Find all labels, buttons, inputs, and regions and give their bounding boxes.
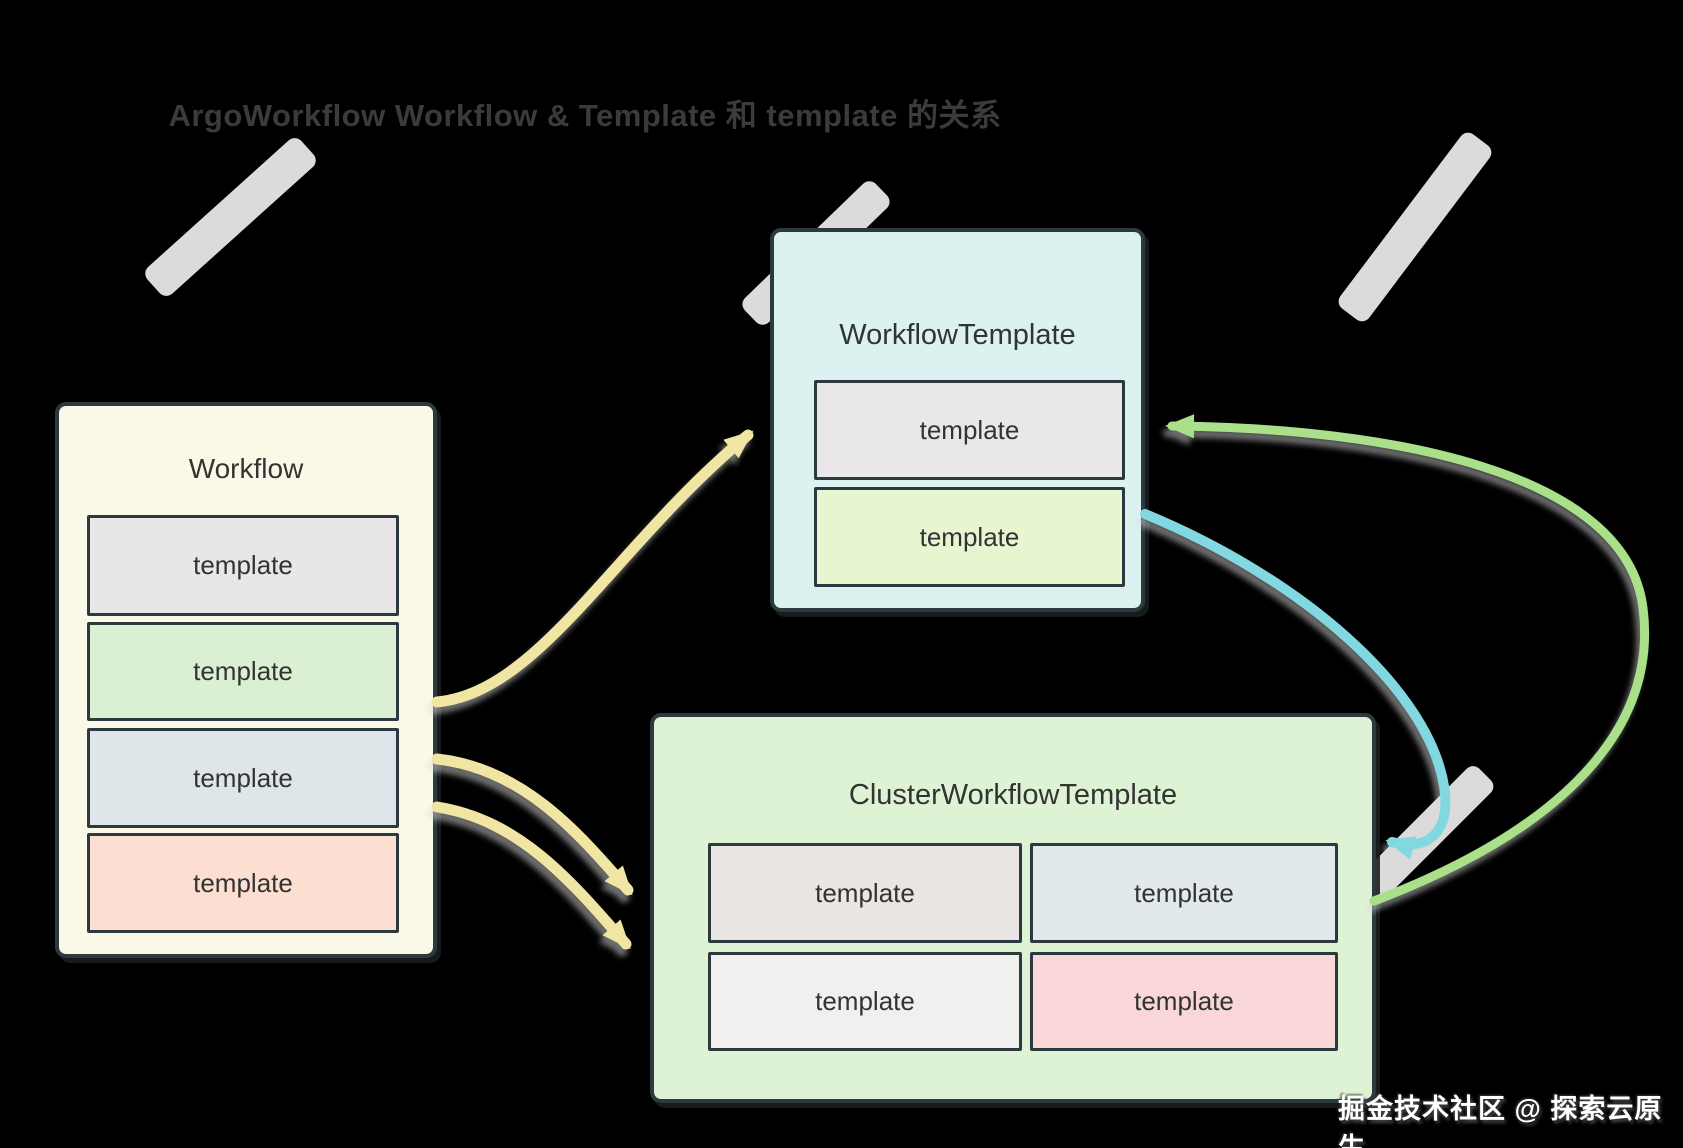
template-label: template bbox=[1134, 877, 1234, 908]
workflow-template-cell: template bbox=[87, 728, 399, 828]
workflow-box: Workflow template template template temp… bbox=[55, 402, 437, 958]
arrow-workflowtemplate-to-clusterworkflowtemplate bbox=[1140, 509, 1451, 860]
arrow-clusterworkflowtemplate-to-workflowtemplate bbox=[1165, 414, 1649, 906]
clusterworkflowtemplate-box-title: ClusterWorkflowTemplate bbox=[848, 779, 1178, 811]
arrow-workflow-to-clusterworkflowtemplate-2 bbox=[431, 801, 632, 950]
template-label: template bbox=[919, 521, 1020, 552]
workflowtemplate-box-title: WorkflowTemplate bbox=[839, 319, 1076, 351]
template-label: template bbox=[193, 656, 293, 686]
diagram-title: ArgoWorkflow Workflow & Template 和 templ… bbox=[168, 98, 1002, 133]
workflowtemplate-template-cell: template bbox=[814, 380, 1125, 480]
workflowtemplate-template-cell: template bbox=[814, 487, 1125, 587]
workflow-template-cell: template bbox=[87, 622, 399, 721]
template-label: template bbox=[815, 877, 915, 908]
template-label: template bbox=[919, 414, 1020, 445]
clusterworkflowtemplate-template-cell: template bbox=[1030, 952, 1338, 1051]
template-label: template bbox=[1134, 986, 1234, 1016]
site-watermark-text: 掘金技术社区 @ 探索云原生 bbox=[1338, 1094, 1663, 1148]
template-label: template bbox=[193, 550, 293, 580]
clusterworkflowtemplate-template-cell: template bbox=[1030, 843, 1338, 943]
clusterworkflowtemplate-box: ClusterWorkflowTemplate template templat… bbox=[650, 713, 1376, 1103]
arrow-workflow-to-workflowtemplate bbox=[431, 429, 754, 708]
template-label: template bbox=[193, 867, 293, 898]
template-label: template bbox=[193, 762, 293, 793]
workflowtemplate-box: WorkflowTemplate template template bbox=[770, 228, 1145, 612]
workflow-box-title: Workflow bbox=[188, 453, 304, 484]
workflow-template-cell: template bbox=[87, 515, 399, 616]
workflow-template-cell: template bbox=[87, 833, 399, 933]
template-label: template bbox=[815, 986, 915, 1016]
arrow-workflow-to-clusterworkflowtemplate-1 bbox=[431, 753, 634, 896]
clusterworkflowtemplate-template-cell: template bbox=[708, 843, 1022, 943]
clusterworkflowtemplate-template-cell: template bbox=[708, 952, 1022, 1051]
